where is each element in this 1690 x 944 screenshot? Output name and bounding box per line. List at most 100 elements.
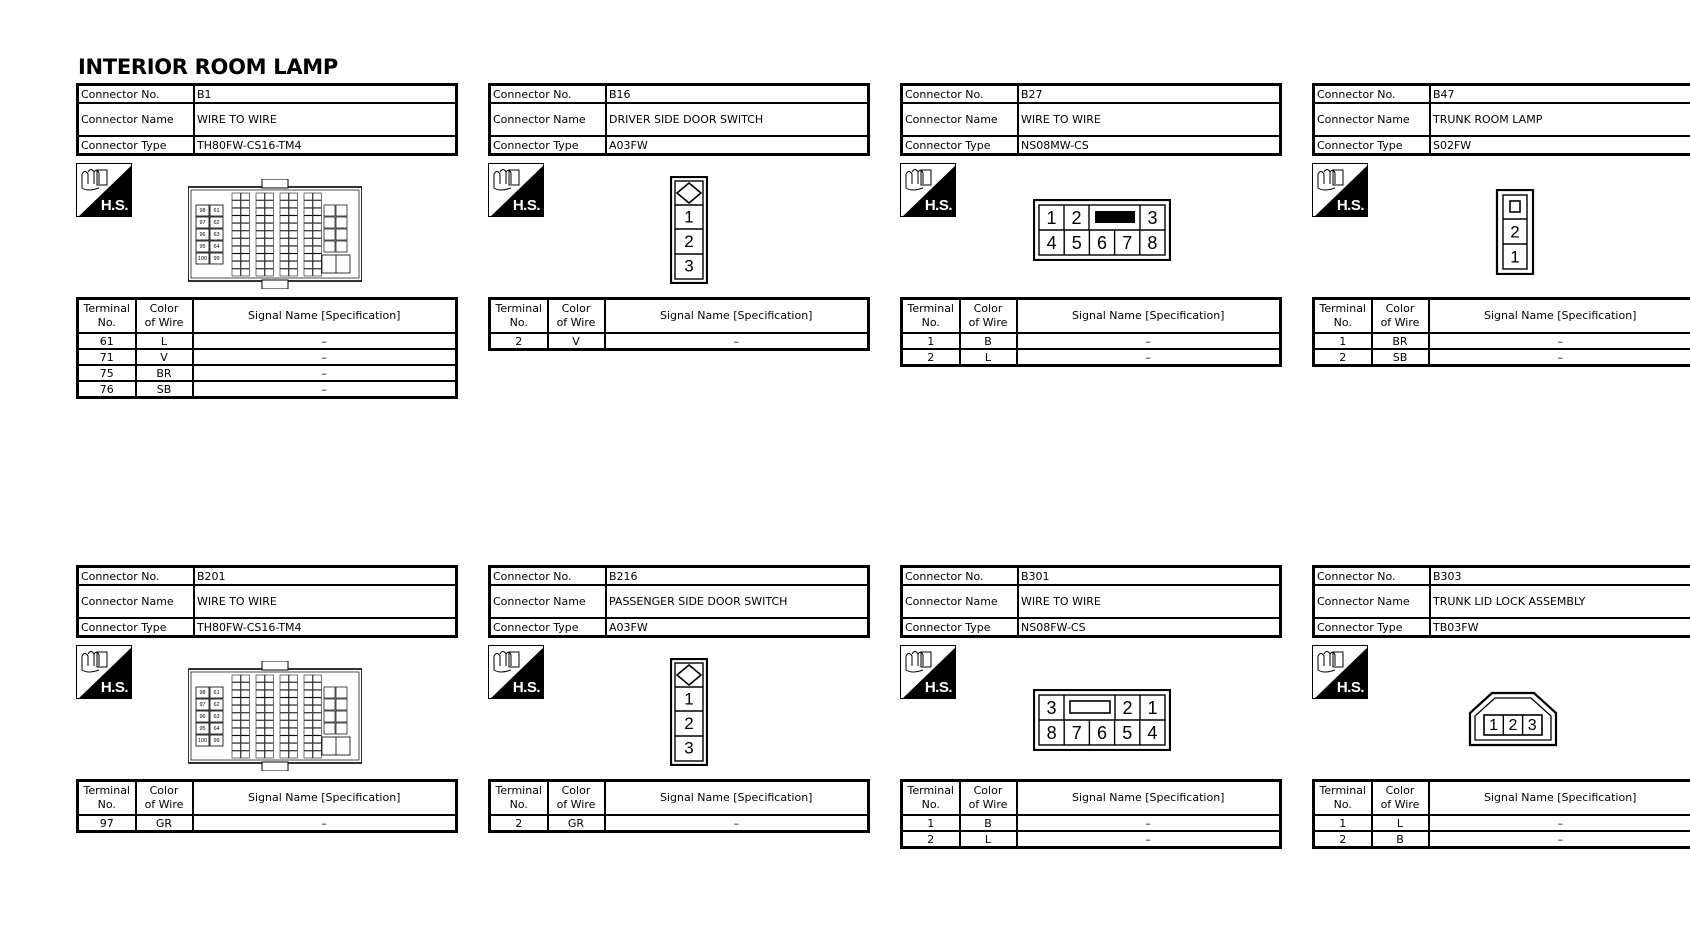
cavity — [264, 682, 274, 690]
lock-tab — [261, 660, 289, 671]
hs-label: H.S. — [924, 679, 953, 696]
cavity — [279, 253, 289, 262]
cavity — [303, 230, 313, 239]
cavity — [231, 697, 241, 706]
cavity — [240, 192, 250, 201]
connector-face-diagram: 123 — [669, 657, 709, 767]
cavity — [231, 750, 241, 759]
pin-number: 4 — [1147, 723, 1157, 743]
terminal-no: 1 — [900, 332, 961, 350]
pin-number: 1 — [684, 690, 693, 709]
cavity — [288, 682, 298, 690]
connector-name-value: PASSENGER SIDE DOOR SWITCH — [605, 584, 870, 619]
connector-name-value: WIRE TO WIRE — [193, 102, 458, 137]
pin-number: 2 — [1510, 223, 1519, 242]
connector-type-value: NS08FW-CS — [1017, 617, 1282, 638]
cavity — [279, 727, 289, 736]
cavity — [279, 705, 289, 713]
signal-name-header: Signal Name [Specification] — [1015, 297, 1282, 334]
cavity — [195, 228, 210, 241]
cavity — [288, 215, 298, 224]
cavity — [240, 207, 250, 216]
cavity — [231, 215, 241, 224]
pin-number: 2 — [684, 232, 693, 251]
cavity — [288, 245, 298, 254]
cavity — [303, 689, 313, 698]
cavity-label: 98 — [199, 690, 205, 696]
cavity — [279, 200, 289, 208]
cavity — [312, 245, 322, 254]
terminal-no: 2 — [1312, 830, 1373, 849]
cavity — [264, 230, 274, 239]
cavity — [264, 245, 274, 254]
signal-name: – — [191, 348, 458, 366]
terminal-no: 1 — [1312, 814, 1373, 832]
key-bar — [1095, 211, 1135, 223]
pin-number: 1 — [1147, 698, 1157, 718]
hs-label: H.S. — [100, 197, 129, 214]
wire-color: V — [134, 348, 194, 366]
cavity — [312, 720, 322, 728]
cavity — [195, 686, 210, 699]
hand-symbol — [1317, 651, 1344, 673]
cavity — [335, 240, 348, 253]
cavity — [264, 743, 274, 751]
cavity — [288, 750, 298, 759]
cavity — [231, 245, 241, 254]
cavity — [255, 735, 265, 744]
cavity — [209, 228, 224, 241]
cavity — [195, 240, 210, 253]
cavity — [255, 689, 265, 698]
cavity — [335, 722, 348, 735]
signal-name: – — [1427, 830, 1690, 849]
pin-number: 6 — [1097, 233, 1107, 253]
cavity — [231, 674, 241, 683]
cavity — [279, 689, 289, 698]
cavity — [240, 674, 250, 683]
cavity — [312, 674, 322, 683]
cavity — [303, 200, 313, 208]
cavity — [323, 698, 336, 711]
cavity — [279, 720, 289, 728]
cavity — [209, 216, 224, 229]
cavity — [255, 743, 265, 751]
connector-type-value: S02FW — [1429, 135, 1690, 156]
connector-face-diagram: 123 — [669, 175, 709, 285]
cavity — [264, 261, 274, 269]
connector-no-label: Connector No. — [488, 565, 607, 586]
cavity — [303, 750, 313, 759]
cavity — [240, 689, 250, 698]
terminal-no: 2 — [900, 348, 961, 367]
housing-inner — [190, 671, 360, 761]
cavity — [240, 215, 250, 224]
cavity — [264, 215, 274, 224]
cavity — [312, 207, 322, 216]
terminal-no: 1 — [1312, 332, 1373, 350]
connector-type-label: Connector Type — [76, 135, 195, 156]
cavity — [195, 710, 210, 723]
connector-no-label: Connector No. — [488, 83, 607, 104]
wire-color: B — [1370, 830, 1430, 849]
cavity — [279, 712, 289, 721]
cavity — [303, 223, 313, 231]
key-square — [1509, 200, 1521, 213]
wire-color: V — [546, 332, 606, 351]
connector-name-label: Connector Name — [900, 584, 1019, 619]
cavity — [231, 682, 241, 690]
cavity — [323, 710, 336, 723]
cavity — [255, 712, 265, 721]
connector-no-value: B16 — [605, 83, 870, 104]
cavity — [195, 204, 210, 217]
pin-number: 1 — [684, 208, 693, 227]
cavity — [231, 735, 241, 744]
hand-symbol — [493, 169, 520, 191]
